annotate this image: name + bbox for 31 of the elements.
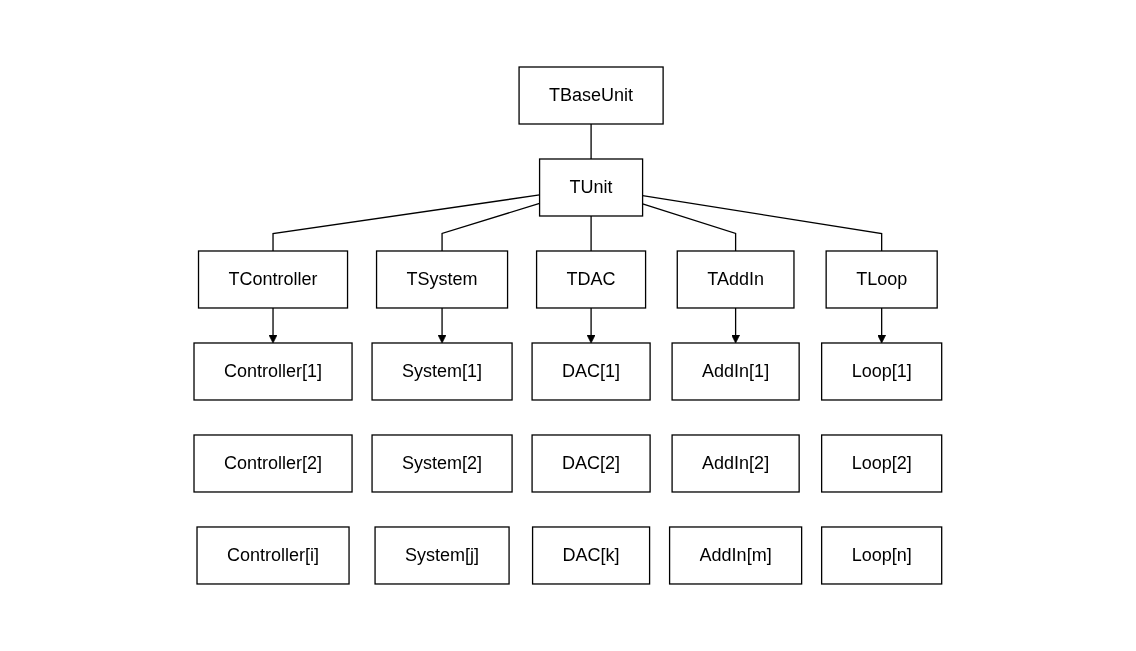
node-box: Loop[n] <box>821 526 943 585</box>
node-box: DAC[1] <box>531 342 651 401</box>
node-box: TSystem <box>376 250 509 309</box>
node-box: TDAC <box>536 250 647 309</box>
node-box: Controller[1] <box>193 342 353 401</box>
arrow <box>877 307 887 344</box>
node-box: DAC[k] <box>532 526 651 585</box>
node-box: Loop[2] <box>821 434 943 493</box>
arrow <box>586 307 596 344</box>
connector <box>590 123 592 160</box>
node-box: System[j] <box>374 526 510 585</box>
node-box: TAddIn <box>676 250 795 309</box>
node-box: AddIn[2] <box>671 434 800 493</box>
node-box: TController <box>198 250 349 309</box>
node-box: AddIn[1] <box>671 342 800 401</box>
node-box: TLoop <box>825 250 938 309</box>
connector <box>590 215 592 252</box>
node-box: TUnit <box>539 158 644 217</box>
connector <box>642 203 737 252</box>
node-box: AddIn[m] <box>669 526 803 585</box>
arrow <box>437 307 447 344</box>
node-box: TBaseUnit <box>518 66 664 125</box>
arrow <box>731 307 741 344</box>
node-box: DAC[2] <box>531 434 651 493</box>
node-box: Controller[2] <box>193 434 353 493</box>
node-box: Loop[1] <box>821 342 943 401</box>
connector <box>642 195 883 252</box>
arrow <box>268 307 278 344</box>
node-box: Controller[i] <box>196 526 350 585</box>
node-box: System[1] <box>371 342 513 401</box>
node-box: System[2] <box>371 434 513 493</box>
